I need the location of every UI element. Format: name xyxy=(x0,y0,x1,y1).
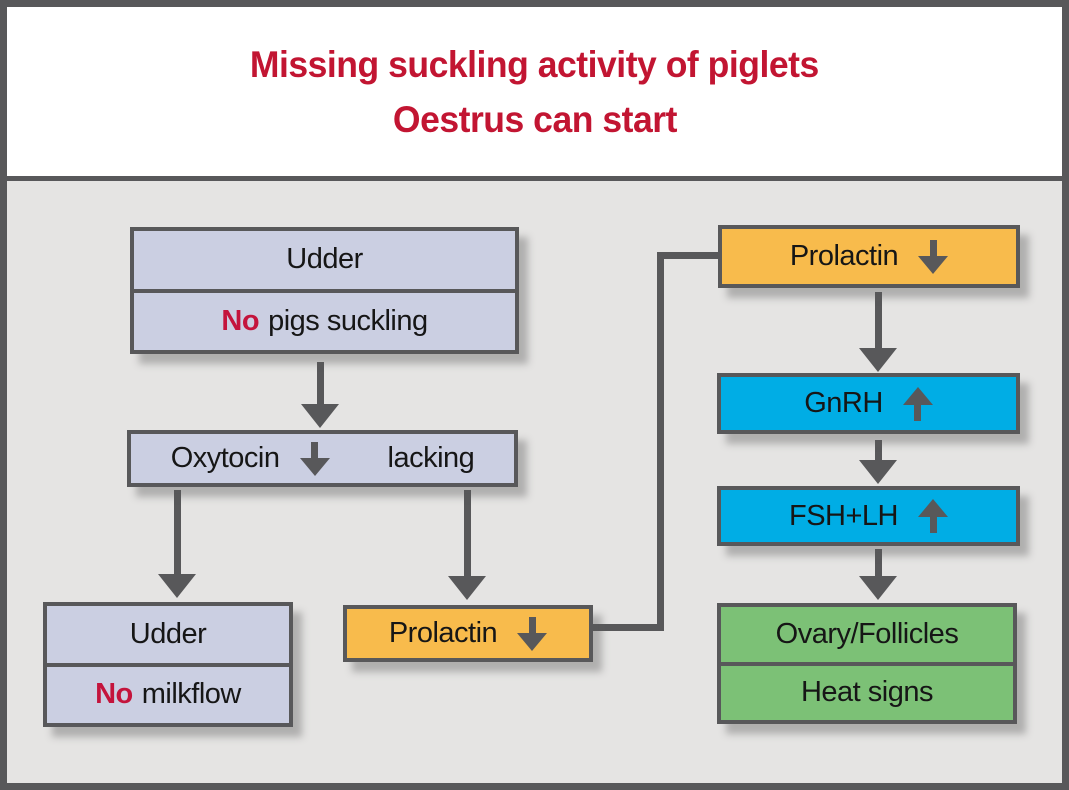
node-label: Ovary/Follicles xyxy=(775,617,959,650)
node-label: pigs suckling xyxy=(268,304,428,337)
node-label-suffix: lacking xyxy=(387,442,475,474)
down-arrow-icon xyxy=(158,574,196,598)
node-udder-no-pigs-suckling: Udder No pigs suckling xyxy=(130,227,519,354)
node-label: Oxytocin xyxy=(170,442,280,474)
node-prolactin-lower: Prolactin xyxy=(343,605,593,662)
no-emphasis: No xyxy=(95,678,133,711)
node-label: Prolactin xyxy=(388,617,498,649)
node-label: Udder xyxy=(286,243,363,276)
header-divider xyxy=(0,176,1069,181)
down-arrow-icon xyxy=(299,441,330,476)
connector-vertical xyxy=(657,252,664,631)
arrow-stem xyxy=(875,549,882,578)
connector-horizontal-bottom xyxy=(593,624,663,631)
down-arrow-icon xyxy=(859,460,897,484)
no-emphasis: No xyxy=(221,304,260,337)
node-oxytocin-lacking: Oxytocin lacking xyxy=(127,430,518,487)
up-arrow-icon xyxy=(902,386,933,421)
node-udder-no-milkflow: Udder No milkflow xyxy=(43,602,293,727)
node-label: milkflow xyxy=(141,678,242,711)
down-arrow-icon xyxy=(859,348,897,372)
node-row-udder: Udder xyxy=(134,231,515,289)
connector-horizontal-top xyxy=(657,252,718,259)
arrow-stem xyxy=(174,490,181,576)
node-prolactin-upper: Prolactin xyxy=(718,225,1020,288)
down-arrow-icon xyxy=(918,239,949,274)
arrow-stem xyxy=(464,490,471,578)
page-title-line2: Oestrus can start xyxy=(392,98,677,140)
node-label: GnRH xyxy=(804,387,883,419)
node-label: FSH+LH xyxy=(788,499,899,532)
arrow-stem xyxy=(875,292,882,350)
node-row-heat-signs: Heat signs xyxy=(721,661,1013,721)
down-arrow-icon xyxy=(301,404,339,428)
page-title-line1: Missing suckling activity of piglets xyxy=(250,43,819,85)
node-ovary-follicles-heat-signs: Ovary/Follicles Heat signs xyxy=(717,603,1017,724)
arrow-stem xyxy=(875,440,882,462)
down-arrow-icon xyxy=(448,576,486,600)
up-arrow-icon xyxy=(918,499,948,533)
node-label: Udder xyxy=(129,617,207,650)
node-label: Heat signs xyxy=(800,676,934,709)
node-fsh-lh: FSH+LH xyxy=(717,486,1020,546)
node-row-no-pigs-suckling: No pigs suckling xyxy=(134,288,515,351)
node-row-ovary-follicles: Ovary/Follicles xyxy=(721,607,1013,662)
diagram-header: Missing suckling activity of piglets Oes… xyxy=(7,7,1062,176)
node-row-no-milkflow: No milkflow xyxy=(47,662,289,724)
node-gnrh: GnRH xyxy=(717,373,1020,434)
node-label: Prolactin xyxy=(789,240,899,272)
down-arrow-icon xyxy=(517,616,548,651)
down-arrow-icon xyxy=(859,576,897,600)
arrow-stem xyxy=(317,362,324,406)
node-row-udder: Udder xyxy=(47,606,289,663)
